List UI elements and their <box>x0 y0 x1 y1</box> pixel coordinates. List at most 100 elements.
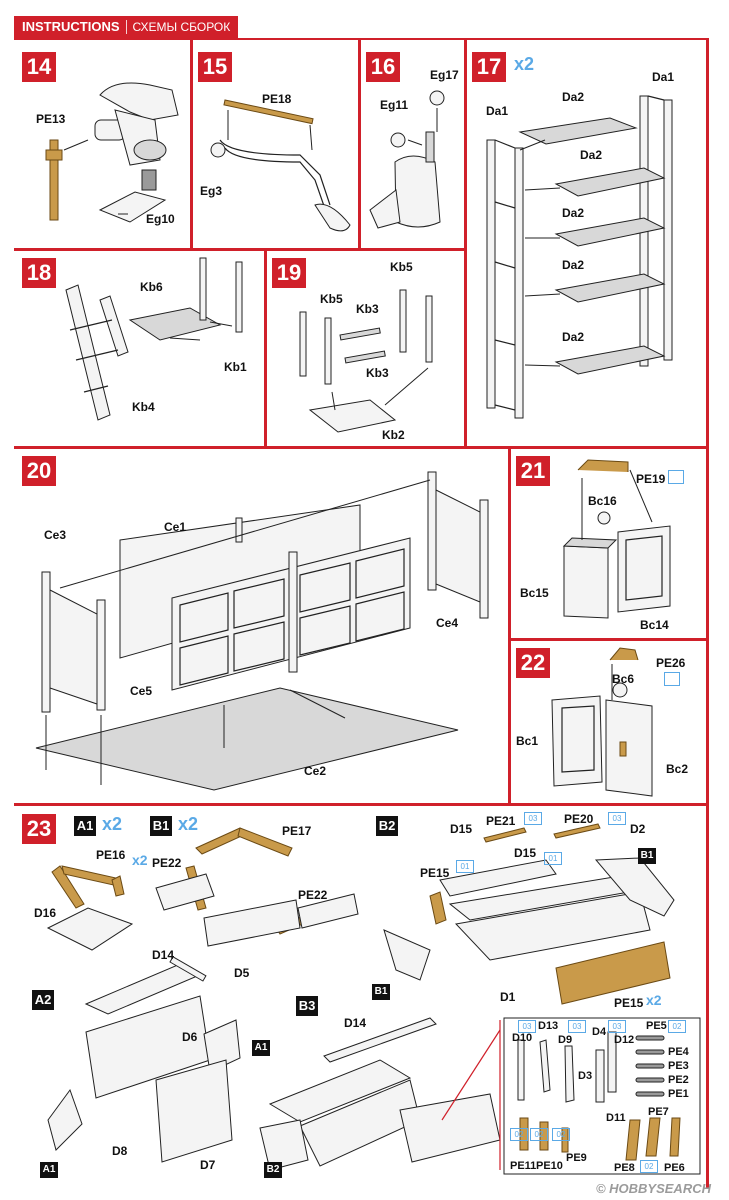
sub-a1-multiplier: x2 <box>102 814 123 834</box>
part-label: PE13 <box>36 112 66 126</box>
sub-step-a1: A1 <box>74 816 96 836</box>
step-17-multiplier: x2 <box>514 54 535 74</box>
part-label: PE20 <box>564 812 594 826</box>
sub-step-a2: A2 <box>32 990 54 1010</box>
small-cabinet-drawing <box>562 459 671 619</box>
shelving-drawing <box>486 95 673 419</box>
part-label: D2 <box>630 822 646 836</box>
part-label: D14 <box>152 948 175 962</box>
part-label: D8 <box>112 1144 128 1158</box>
part-label: D11 <box>606 1112 626 1124</box>
ref-a1: A1 <box>40 1162 58 1178</box>
part-label: Ce1 <box>164 520 187 534</box>
header-bar: INSTRUCTIONS СХЕМЫ СБОРОК <box>14 16 709 40</box>
part-label: Eg17 <box>430 68 459 82</box>
divider <box>264 248 267 446</box>
photo-etch-icon <box>664 672 680 686</box>
photo-etch-icon <box>668 470 684 484</box>
part-label: Da2 <box>562 330 585 344</box>
divider <box>14 248 464 251</box>
part-label: PE1 <box>668 1088 689 1100</box>
part-label: D9 <box>558 1034 573 1046</box>
ref-b2: B2 <box>264 1162 282 1178</box>
part-label: PE22 <box>298 888 328 902</box>
part-label: Kb5 <box>390 260 413 274</box>
header-title: INSTRUCTIONS СХЕМЫ СБОРОК <box>14 16 239 38</box>
step-21-badge: 21 <box>516 456 550 486</box>
part-label: Eg11 <box>380 98 409 112</box>
part-label: PE5 <box>646 1020 667 1032</box>
part-label: PE15 <box>614 996 644 1010</box>
quantity-badge: 01 <box>456 860 474 873</box>
part-label: PE8 <box>614 1162 635 1174</box>
divider <box>14 803 709 806</box>
bench-drawing <box>65 257 243 421</box>
step-19-badge: 19 <box>272 258 306 288</box>
part-label: Bc1 <box>516 734 539 748</box>
part-label: Ce3 <box>44 528 67 542</box>
step-18-badge: 18 <box>22 258 56 288</box>
part-label: D16 <box>34 906 57 920</box>
part-label: PE11 <box>510 1160 537 1172</box>
part-label: PE17 <box>282 824 312 838</box>
table-drawing <box>299 289 433 433</box>
part-label: PE26 <box>656 656 686 670</box>
part-label: PE6 <box>664 1162 685 1174</box>
quantity-badge: 02 <box>640 1160 658 1173</box>
part-label: Ce4 <box>436 616 459 630</box>
header-title-en: INSTRUCTIONS <box>22 19 120 34</box>
quantity-badge: 02 <box>530 1128 548 1141</box>
divider <box>510 638 709 641</box>
step-14-badge: 14 <box>22 52 56 82</box>
part-label: D6 <box>182 1030 198 1044</box>
pe15-multiplier: x2 <box>646 992 662 1008</box>
part-label: PE7 <box>648 1106 669 1118</box>
part-label: D5 <box>234 966 250 980</box>
part-label: D15 <box>450 822 473 836</box>
ref-a1: A1 <box>252 1040 270 1056</box>
part-label: D1 <box>500 990 516 1004</box>
header-separator <box>125 20 127 34</box>
part-label: Da1 <box>486 104 509 118</box>
part-label: Kb4 <box>132 400 155 414</box>
part-label: PE9 <box>566 1152 587 1164</box>
part-label: Da2 <box>562 90 585 104</box>
part-label: Bc16 <box>588 494 617 508</box>
step-17-badge: 17 <box>472 52 506 82</box>
part-label: PE15 <box>420 866 450 880</box>
step-20-badge: 20 <box>22 456 56 486</box>
small-cabinet-2-drawing <box>551 647 653 797</box>
part-label: Da2 <box>562 206 585 220</box>
part-label: D15 <box>514 846 537 860</box>
sub-step-b2: B2 <box>376 816 398 836</box>
quantity-badge: 02 <box>552 1128 570 1141</box>
part-label: D7 <box>200 1158 216 1172</box>
toolbox-drawing <box>46 823 701 1175</box>
part-label: Eg10 <box>146 212 175 226</box>
sub-step-b3: B3 <box>296 996 318 1016</box>
part-label: D3 <box>578 1070 593 1082</box>
part-label: D10 <box>512 1032 533 1044</box>
divider <box>190 40 193 248</box>
step-16-badge: 16 <box>366 52 400 82</box>
divider <box>464 40 467 446</box>
step-23-badge: 23 <box>22 814 56 844</box>
part-label: PE3 <box>668 1060 689 1072</box>
part-label: Kb5 <box>320 292 343 306</box>
part-label: Ce5 <box>130 684 153 698</box>
part-label: PE22 <box>152 856 182 870</box>
divider <box>508 446 511 803</box>
part-label: D12 <box>614 1034 635 1046</box>
quantity-badge: 03 <box>518 1020 536 1033</box>
divider <box>358 40 361 248</box>
step-15-badge: 15 <box>198 52 232 82</box>
sub-b1-multiplier: x2 <box>178 814 199 834</box>
cabinet-drawing <box>35 471 489 791</box>
part-label: Kb2 <box>382 428 405 442</box>
part-label: PE21 <box>486 814 516 828</box>
part-label: Da2 <box>562 258 585 272</box>
part-label: Bc6 <box>612 672 635 686</box>
quantity-badge: 02 <box>510 1128 528 1141</box>
watermark: © HOBBYSEARCH <box>595 1181 711 1196</box>
